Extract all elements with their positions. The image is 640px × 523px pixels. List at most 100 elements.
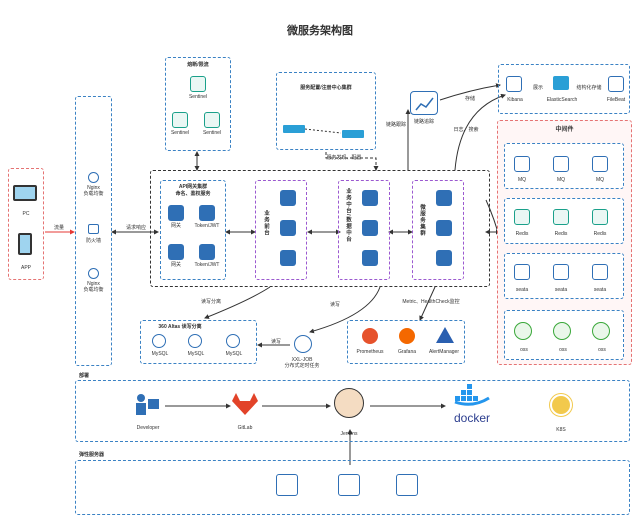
log-label: 日志、搜索 — [453, 127, 479, 133]
shield-icon — [199, 244, 215, 260]
storage-label: 存储 — [464, 96, 475, 102]
sentinel-icon — [172, 112, 188, 128]
api-subtitle: 命名、鉴权服务 — [175, 191, 211, 197]
config-center-box — [276, 72, 376, 150]
mysql-icon — [226, 334, 240, 348]
mysql-title: 360 Altas 读写分离 — [158, 324, 202, 330]
mysql-label-1: MySQL — [151, 351, 169, 357]
xxljob-label: XXL-JOB — [291, 357, 313, 363]
seata-label-3: seata — [593, 287, 607, 293]
logging-box — [498, 64, 630, 114]
service-icon — [280, 250, 296, 266]
service-icon — [280, 190, 296, 206]
monitor-box — [347, 320, 465, 364]
redis-icon — [514, 209, 530, 225]
discovery-label: 服务发现、配置 — [326, 155, 362, 161]
app-label: APP — [20, 265, 31, 271]
nginx-label-2: Nginx 负载均衡 — [83, 281, 104, 293]
oss-label-2: oss — [559, 347, 567, 353]
gateway-label-1: 网关 — [170, 223, 181, 229]
grafana-icon — [399, 328, 415, 344]
shield-icon — [199, 205, 215, 221]
rw-label-2: 读写 — [270, 339, 281, 345]
nginx-icon-2 — [88, 268, 99, 279]
oss-icon — [553, 322, 571, 340]
business-middle-label: 业务中台/数据中台 — [345, 188, 351, 243]
clients-box — [8, 168, 44, 280]
mysql-icon — [188, 334, 202, 348]
page-title: 微服务架构图 — [287, 25, 353, 37]
filebeat-icon — [608, 76, 624, 92]
app-icon — [18, 233, 32, 255]
server-icon — [338, 474, 360, 496]
k8s-icon — [550, 394, 572, 416]
gateway-icon — [168, 244, 184, 260]
nginx-icon — [88, 172, 99, 183]
firewall-label: 防火墙 — [85, 238, 101, 244]
xxljob-desc: 分布式定时任务 — [284, 363, 320, 369]
alertmanager-label: AlertManager — [428, 349, 459, 355]
nginx-column — [75, 96, 112, 366]
mq-icon — [592, 156, 608, 172]
sentinel-label-2: Sentinel — [170, 130, 190, 136]
gitlab-icon — [232, 393, 258, 415]
tracing-icon — [410, 91, 438, 115]
clock-icon — [294, 335, 312, 353]
es-label: ElasticSearch — [546, 97, 578, 103]
mysql-box — [140, 320, 257, 364]
deploy-title: 部署 — [79, 373, 90, 379]
jenkins-label: Jenkins — [340, 431, 358, 437]
token-label-1: Token/JWT — [194, 223, 220, 229]
sentinel-icon — [204, 112, 220, 128]
mysql-icon — [152, 334, 166, 348]
sentinel-label-1: Sentinel — [188, 94, 208, 100]
sentinel-title: 熔断/限流 — [187, 62, 209, 68]
pc-icon — [13, 185, 37, 201]
elastic-title: 弹性服务器 — [79, 452, 105, 458]
prometheus-label: Prometheus — [356, 349, 384, 355]
display-label: 展示 — [532, 85, 543, 91]
sentinel-icon — [190, 76, 206, 92]
elasticsearch-icon — [553, 76, 569, 90]
redis-label-2: Redis — [554, 231, 568, 237]
seata-icon — [592, 264, 608, 280]
alert-icon — [436, 327, 454, 343]
request-label: 请求响应 — [125, 225, 146, 231]
redis-label-1: Redis — [515, 231, 529, 237]
server-icon — [342, 130, 364, 138]
oss-icon — [514, 322, 532, 340]
microservice-label: 微服务集群 — [419, 204, 425, 237]
server-icon — [396, 474, 418, 496]
oss-label-1: oss — [520, 347, 528, 353]
flow-label: 流量 — [53, 225, 64, 231]
redis-label-3: Redis — [593, 231, 607, 237]
business-fore-label: 业务前台 — [263, 210, 269, 236]
deploy-box — [75, 380, 630, 442]
mq-icon — [514, 156, 530, 172]
mysql-label-2: MySQL — [187, 351, 205, 357]
oss-label-3: oss — [598, 347, 606, 353]
developer-label: Developer — [136, 425, 160, 431]
rw-label-1: 读写分离 — [200, 299, 221, 305]
kibana-icon — [506, 76, 522, 92]
gateway-label-2: 网关 — [170, 262, 181, 268]
seata-label-2: seata — [554, 287, 568, 293]
business-fore-box — [255, 180, 307, 280]
seata-label-1: seata — [515, 287, 529, 293]
redis-icon — [553, 209, 569, 225]
server-icon — [283, 125, 305, 133]
jenkins-icon — [334, 388, 364, 418]
gitlab-label: GitLab — [237, 425, 253, 431]
api-title: API网关集群 — [178, 184, 208, 190]
docker-icon — [454, 384, 491, 406]
business-middle-box — [338, 180, 390, 280]
filebeat-label: FileBeat — [606, 97, 626, 103]
grafana-label: Grafana — [397, 349, 417, 355]
mq-label-1: MQ — [517, 177, 527, 183]
token-label-2: Token/JWT — [194, 262, 220, 268]
nginx-label-1: Nginx 负载均衡 — [83, 185, 104, 197]
service-icon — [362, 250, 378, 266]
redis-icon — [592, 209, 608, 225]
kibana-label: Kibana — [507, 97, 523, 103]
tracing-label: 链路追踪 — [413, 119, 434, 125]
